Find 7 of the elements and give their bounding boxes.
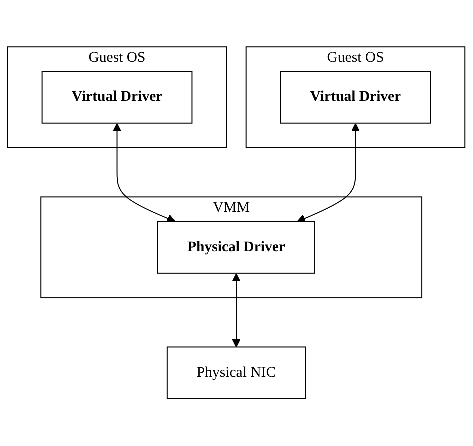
node-box: Virtual Driver bbox=[280, 71, 432, 124]
arrow bbox=[112, 123, 176, 223]
node-box: Physical NIC bbox=[166, 346, 306, 400]
node-box: Virtual Driver bbox=[42, 71, 193, 124]
arrow bbox=[232, 273, 241, 348]
arrow bbox=[297, 123, 360, 223]
node-box: Physical Driver bbox=[158, 221, 316, 274]
